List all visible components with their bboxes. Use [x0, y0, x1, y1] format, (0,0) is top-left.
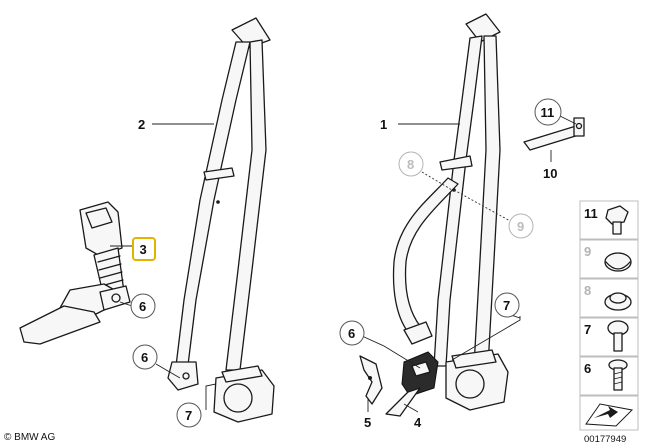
seat-belt-right[interactable]	[392, 13, 509, 411]
callout-label: 8	[407, 157, 414, 172]
callout-label: 6	[139, 299, 146, 314]
cap-screw-icon	[607, 320, 629, 352]
diagram-view-icon	[579, 395, 639, 431]
seat-belt-buckle-right[interactable]	[385, 351, 439, 417]
side-item-6[interactable]: 6	[579, 356, 639, 396]
callout-label: 6	[348, 326, 355, 341]
callout-label: 3	[140, 242, 147, 257]
copyright-text: © BMW AG	[4, 432, 55, 443]
side-item-label: 7	[584, 322, 591, 337]
callout-7-left[interactable]: 7	[176, 402, 202, 428]
callout-label: 10	[543, 166, 557, 181]
bracket-10[interactable]	[523, 117, 585, 151]
callout-8-grey[interactable]: 8	[398, 151, 424, 177]
callout-label: 7	[185, 408, 192, 423]
callout-label: 4	[414, 415, 422, 430]
bracket-5[interactable]	[359, 355, 383, 405]
callout-4[interactable]: 4	[414, 415, 422, 430]
seat-belt-buckle-left[interactable]	[19, 201, 131, 345]
callout-7-right[interactable]: 7	[494, 292, 520, 318]
seat-belt-left[interactable]	[167, 17, 275, 423]
washer-nut-icon	[604, 292, 632, 311]
callout-6-right[interactable]: 6	[339, 320, 365, 346]
side-item-label: 6	[584, 361, 591, 376]
callout-5[interactable]: 5	[364, 415, 371, 430]
plug-cap-icon	[604, 252, 632, 272]
callout-label: 7	[503, 298, 510, 313]
side-item-9[interactable]: 9	[579, 239, 639, 279]
bolt-icon	[608, 359, 628, 391]
side-item-label: 9	[584, 244, 591, 259]
callout-label: 6	[141, 350, 148, 365]
callout-label: 11	[541, 105, 555, 120]
callout-3-highlighted[interactable]: 3	[132, 237, 156, 261]
callout-label: 5	[364, 415, 371, 430]
side-item-label: 11	[584, 206, 598, 221]
small-parts-panel: 11 9 8 7	[579, 200, 639, 431]
callout-label: 2	[138, 117, 145, 132]
callout-label: 9	[517, 219, 524, 234]
callout-6-buckle[interactable]: 6	[130, 293, 156, 319]
callout-11[interactable]: 11	[534, 98, 562, 126]
diagram-id: 00177949	[584, 434, 626, 445]
side-item-8[interactable]: 8	[579, 278, 639, 318]
side-item-label: 8	[584, 283, 591, 298]
side-item-7[interactable]: 7	[579, 317, 639, 357]
callout-label: 1	[380, 117, 387, 132]
callout-2[interactable]: 2	[138, 117, 145, 132]
callout-1[interactable]: 1	[380, 117, 387, 132]
callout-9-grey[interactable]: 9	[508, 213, 534, 239]
side-item-11[interactable]: 11	[579, 200, 639, 240]
callout-10[interactable]: 10	[543, 166, 557, 181]
callout-6-anchor[interactable]: 6	[132, 344, 158, 370]
flange-nut-icon	[605, 205, 629, 235]
leader-lines	[110, 115, 577, 413]
